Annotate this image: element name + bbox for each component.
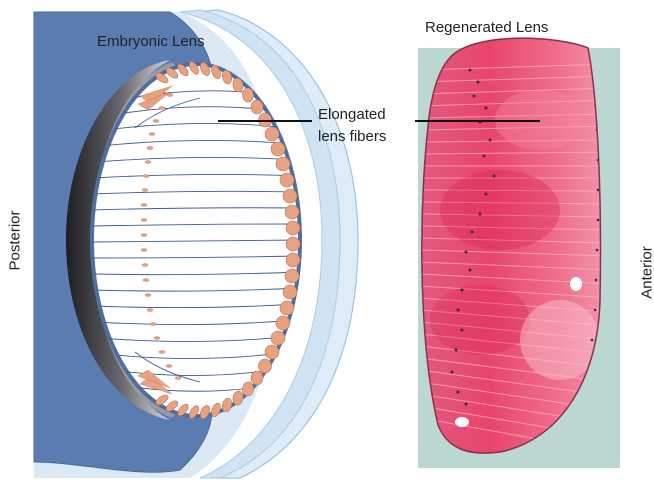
posterior-label: Posterior bbox=[7, 201, 24, 281]
embryonic-lens-title: Embryonic Lens bbox=[97, 33, 205, 51]
regenerated-lens-micrograph bbox=[418, 30, 620, 470]
callout-line-1: Elongated bbox=[318, 104, 386, 126]
callout-line-2: lens fibers bbox=[318, 126, 386, 148]
regenerated-lens-title: Regenerated Lens bbox=[425, 19, 548, 37]
elongated-fibers-label: Elongated lens fibers bbox=[318, 104, 386, 148]
anterior-label: Anterior bbox=[639, 233, 654, 313]
embryonic-eye-diagram bbox=[34, 10, 358, 478]
